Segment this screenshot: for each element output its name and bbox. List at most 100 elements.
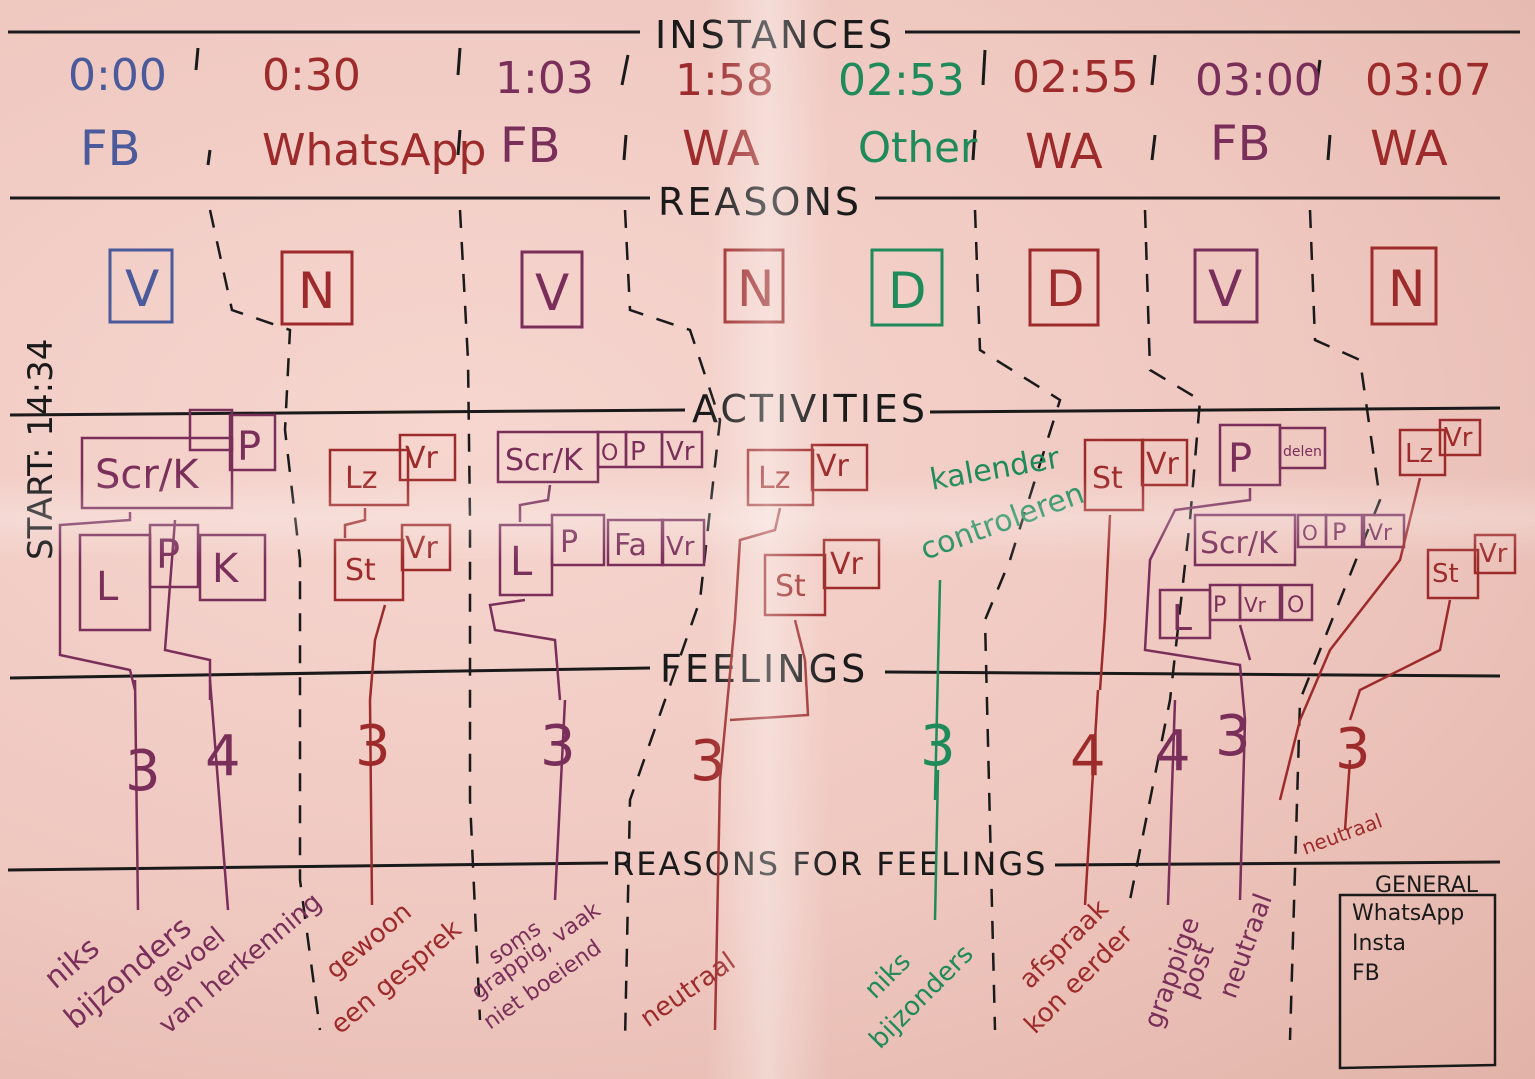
activity-label: P <box>1213 593 1226 618</box>
activities-col6-labels: St Vr <box>1092 447 1180 496</box>
column-separators <box>208 209 1382 1041</box>
instance-app: FB <box>80 121 141 177</box>
activities-heading: ACTIVITIES <box>692 387 928 431</box>
activities-col3-labels: Scr/K O P Vr L P Fa Vr <box>505 437 695 585</box>
start-time-label: START: 14:34 <box>21 339 61 560</box>
general-item: WhatsApp <box>1352 901 1464 926</box>
activity-label: O <box>1302 521 1318 545</box>
instance-time: 03:07 <box>1365 55 1492 106</box>
instance-time: 1:03 <box>495 53 594 104</box>
general-title: GENERAL <box>1375 873 1479 898</box>
reason-letters: V N V N D D V N <box>125 260 1425 322</box>
activity-label: Lz <box>1405 439 1433 469</box>
activity-label: Scr/K <box>1200 526 1279 561</box>
instance-app: FB <box>500 118 561 174</box>
general-legend: GENERAL WhatsApp Insta FB <box>1338 873 1497 1070</box>
activity-label: Vr <box>405 531 439 566</box>
feeling-score: 3 <box>540 714 576 779</box>
instance-time: 03:00 <box>1195 55 1322 106</box>
activity-label: L <box>1172 598 1192 639</box>
feeling-scores: 3 4 3 3 3 3 4 4 3 3 <box>125 704 1371 804</box>
activities-col1-boxes <box>58 408 277 700</box>
activities-col6-boxes <box>1083 438 1189 691</box>
activities-col2-boxes <box>328 433 457 701</box>
feeling-connectors <box>133 579 1352 921</box>
instance-times: 0:00 0:30 1:03 1:58 02:53 02:55 03:00 03… <box>68 50 1492 106</box>
activity-label: L <box>510 539 533 585</box>
activities-col7-boxes <box>1143 423 1406 721</box>
activity-label: Vr <box>1244 593 1267 617</box>
feeling-score: 4 <box>1070 724 1106 789</box>
activities-col7-labels: P delen Scr/K O P Vr L P Vr O <box>1172 436 1393 639</box>
instance-app: FB <box>1210 116 1271 172</box>
activities-col4-boxes <box>713 443 881 1031</box>
activity-label: Lz <box>758 461 790 496</box>
reason-letter: V <box>125 260 159 318</box>
activity-label: St <box>1092 461 1123 496</box>
activity-label: Fa <box>614 528 647 563</box>
activity-label: P <box>1228 436 1252 482</box>
feeling-reason: neutraal <box>1299 808 1386 859</box>
activities-col1-labels: Scr/K P L P K <box>95 424 261 610</box>
activity-label: Lz <box>345 461 377 496</box>
activities-col8-labels: Lz Vr St Vr <box>1405 423 1508 589</box>
instance-time: 0:00 <box>68 50 167 101</box>
activity-label: Vr <box>666 532 695 562</box>
reason-letter: N <box>737 260 774 318</box>
section-rules <box>7 30 1520 872</box>
activity-label: St <box>1432 559 1459 589</box>
activity-label: Vr <box>816 449 850 484</box>
activities-col4-labels: Lz Vr St Vr <box>758 449 864 604</box>
instance-app: WA <box>682 121 760 177</box>
instance-time: 0:30 <box>262 50 361 101</box>
reason-letter: V <box>1208 260 1242 318</box>
feelings-heading: FEELINGS <box>660 647 868 691</box>
general-item: FB <box>1352 961 1380 986</box>
feeling-score: 4 <box>205 724 241 789</box>
feeling-score: 3 <box>1215 704 1251 769</box>
activity-label: L <box>96 564 119 610</box>
activity-label: Vr <box>405 441 439 476</box>
activity-label: P <box>630 437 646 467</box>
activity-label: O <box>1287 593 1304 618</box>
feeling-score: 3 <box>690 729 726 794</box>
activity-label: delen <box>1283 444 1322 460</box>
feeling-score: 3 <box>355 714 391 779</box>
activity-label: P <box>237 424 261 470</box>
instance-time: 1:58 <box>675 55 774 106</box>
activities-col2-labels: Lz Vr St Vr <box>345 441 439 588</box>
instance-app: Other <box>858 123 978 172</box>
activities-col8-boxes <box>1278 418 1517 801</box>
reason-letter: D <box>888 262 927 320</box>
activity-label: P <box>560 525 578 560</box>
reasons-for-feelings-heading: REASONS FOR FEELINGS <box>612 845 1047 883</box>
activity-label: Vr <box>1444 423 1473 453</box>
reason-letter: N <box>1388 260 1425 318</box>
activity-label: Vr <box>1146 447 1180 482</box>
instance-app: WA <box>1025 124 1103 180</box>
instance-app: WhatsApp <box>262 125 487 176</box>
instance-time: 02:53 <box>838 55 965 106</box>
activity-label: Vr <box>1479 539 1508 569</box>
reason-letter: N <box>298 262 335 320</box>
reasons-heading: REASONS <box>658 180 862 224</box>
activity-label: O <box>601 441 618 466</box>
reason-boxes <box>108 246 1438 329</box>
activity-label: Vr <box>1368 521 1393 546</box>
activity-label: St <box>345 553 376 588</box>
activity-label: Vr <box>830 547 864 582</box>
top-separators <box>194 47 1332 166</box>
activity-label: P <box>156 532 180 578</box>
feeling-score: 3 <box>1335 717 1371 782</box>
instances-heading: INSTANCES <box>655 13 895 57</box>
instance-apps: FB WhatsApp FB WA Other WA FB WA <box>80 116 1448 180</box>
feeling-score: 3 <box>920 714 956 779</box>
feeling-reason: neutraal <box>1213 890 1278 1003</box>
activity-label: Scr/K <box>95 452 200 498</box>
instance-app: WA <box>1370 121 1448 177</box>
activity-label: St <box>775 569 806 604</box>
activity-label: Vr <box>666 437 695 467</box>
activity-label: P <box>1332 518 1346 546</box>
